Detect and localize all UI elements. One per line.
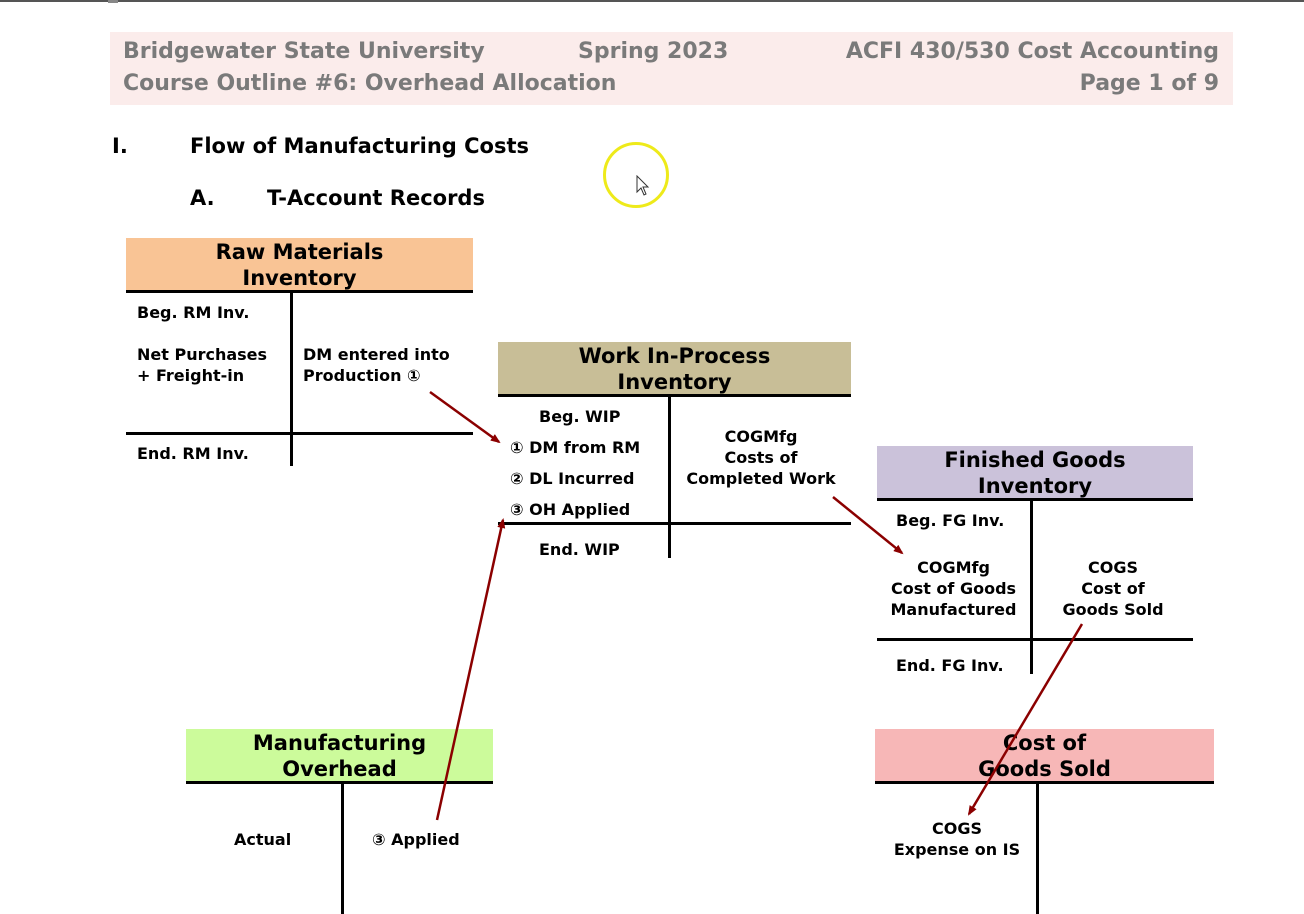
raw-materials-balance-line — [126, 432, 473, 435]
section-title: Flow of Manufacturing Costs — [190, 134, 529, 158]
wip-credit: COGMfg Costs of Completed Work — [686, 427, 836, 488]
cogs-center-line — [1036, 781, 1039, 914]
university-name: Bridgewater State University — [123, 39, 485, 64]
overhead-credit: ③ Applied — [372, 830, 460, 849]
wip-top-line — [498, 394, 851, 397]
raw-materials-purchases: Net Purchases + Freight-in — [137, 345, 268, 385]
cogs-top-line — [875, 781, 1214, 784]
term: Spring 2023 — [578, 39, 729, 64]
overhead-title: Manufacturing Overhead — [186, 729, 493, 781]
overhead-center-line — [341, 781, 344, 914]
overhead-debit: Actual — [234, 830, 292, 849]
arrow-oh-to-wip — [435, 518, 506, 821]
course-title: ACFI 430/530 Cost Accounting — [845, 39, 1219, 64]
raw-materials-credit: DM entered into Production ① — [303, 345, 450, 385]
finished-goods-title: Finished Goods Inventory — [877, 446, 1193, 498]
subsection-title: T-Account Records — [267, 186, 485, 210]
raw-materials-center-line — [290, 290, 293, 466]
cogs-debit: COGS Expense on IS — [893, 819, 1021, 859]
finished-goods-end: End. FG Inv. — [896, 656, 1004, 675]
arrow-rm-to-wip — [429, 390, 501, 444]
finished-goods-debit: COGMfg Cost of Goods Manufactured — [890, 558, 1017, 619]
wip-end: End. WIP — [539, 540, 620, 559]
overhead-top-line — [186, 781, 493, 784]
finished-goods-beg: Beg. FG Inv. — [896, 511, 1005, 530]
finished-goods-top-line — [877, 498, 1193, 501]
raw-materials-end: End. RM Inv. — [137, 444, 249, 463]
wip-dm: ① DM from RM — [510, 438, 641, 457]
raw-materials-top-line — [126, 290, 473, 293]
pointer-cursor-icon — [636, 175, 650, 196]
finished-goods-credit: COGS Cost of Goods Sold — [1062, 558, 1164, 619]
raw-materials-title: Raw Materials Inventory — [126, 238, 473, 290]
wip-beg: Beg. WIP — [539, 407, 621, 426]
page-header: Bridgewater State University Spring 2023… — [110, 32, 1233, 105]
wip-balance-line — [498, 522, 851, 525]
outline-title: Course Outline #6: Overhead Allocation — [123, 71, 617, 96]
page-number: Page 1 of 9 — [1079, 71, 1219, 96]
finished-goods-center-line — [1030, 498, 1033, 674]
arrow-wip-to-fg — [832, 496, 904, 555]
wip-oh: ③ OH Applied — [510, 500, 631, 519]
subsection-letter: A. — [190, 186, 215, 210]
top-border — [0, 0, 1304, 2]
wip-center-line — [668, 394, 671, 558]
finished-goods-balance-line — [877, 638, 1193, 641]
arrow-fg-to-cogs — [967, 623, 1084, 816]
top-border-mark — [108, 0, 118, 3]
section-roman: I. — [112, 134, 128, 158]
wip-title: Work In-Process Inventory — [498, 342, 851, 394]
wip-dl: ② DL Incurred — [510, 469, 635, 488]
raw-materials-beg: Beg. RM Inv. — [137, 303, 250, 322]
cursor-highlight-ring — [603, 142, 669, 208]
